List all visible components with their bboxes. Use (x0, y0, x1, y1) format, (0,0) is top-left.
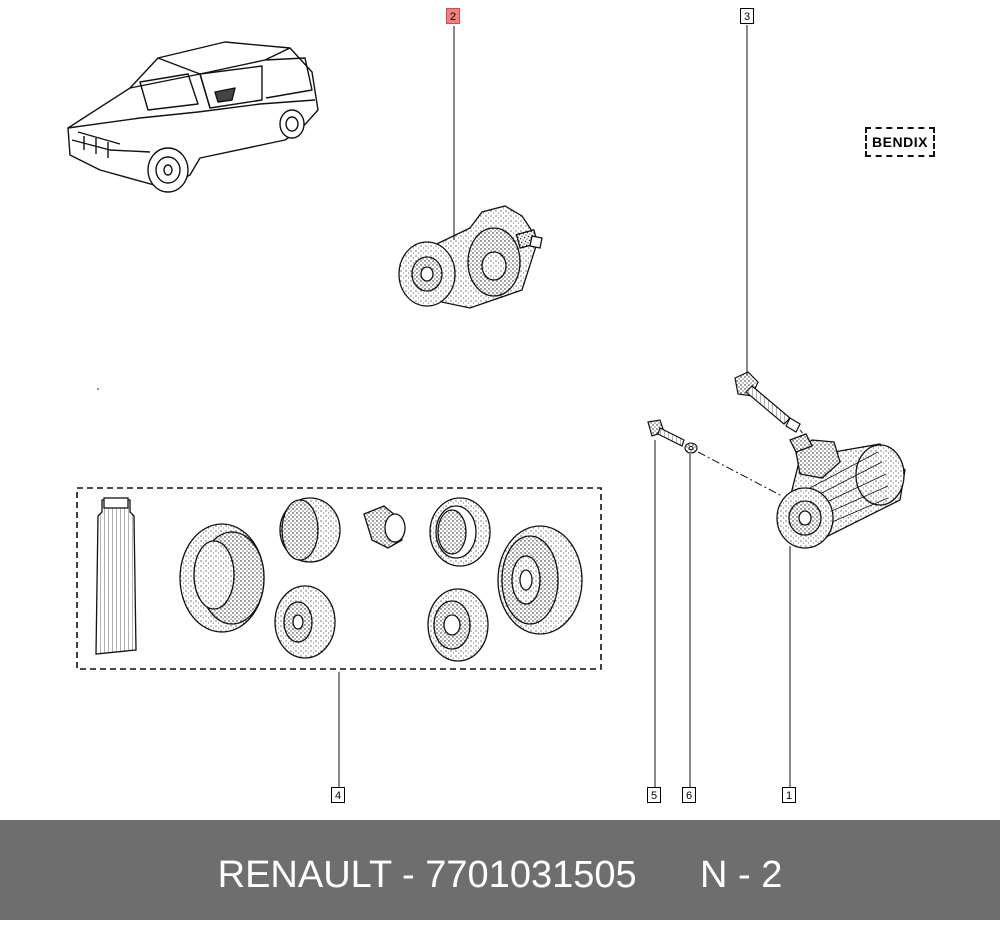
callout-3[interactable]: 3 (740, 8, 754, 24)
wheel-cylinder-part-2 (398, 205, 543, 309)
exploded-view (67, 25, 906, 787)
bolt-part-5 (647, 419, 685, 447)
bleed-screw-part-3 (734, 371, 801, 433)
washer-part-6 (684, 442, 698, 454)
callout-6[interactable]: 6 (682, 787, 696, 803)
bendix-brand-label: BENDIX (865, 127, 935, 157)
footer-gap (637, 854, 700, 896)
footer-position: N - 2 (699, 854, 783, 896)
callout-1[interactable]: 1 (782, 787, 796, 803)
callout-5[interactable]: 5 (647, 787, 661, 803)
callout-4[interactable]: 4 (331, 787, 345, 803)
footer-brand: RENAULT (217, 854, 392, 896)
footer-caption: RENAULT - 7701031505 N - 2 (0, 820, 1000, 920)
repair-kit-box (76, 487, 602, 670)
wheel-cylinder-part-1 (776, 433, 906, 549)
callout-2[interactable]: 2 (446, 8, 460, 24)
footer-part-number: 7701031505 (425, 854, 637, 896)
leader-lines (338, 25, 791, 787)
footer-bar: RENAULT - 7701031505 N - 2 (0, 820, 1000, 920)
footer-separator: - (391, 854, 426, 896)
repair-kit-components (95, 497, 583, 662)
car-illustration (67, 41, 319, 193)
